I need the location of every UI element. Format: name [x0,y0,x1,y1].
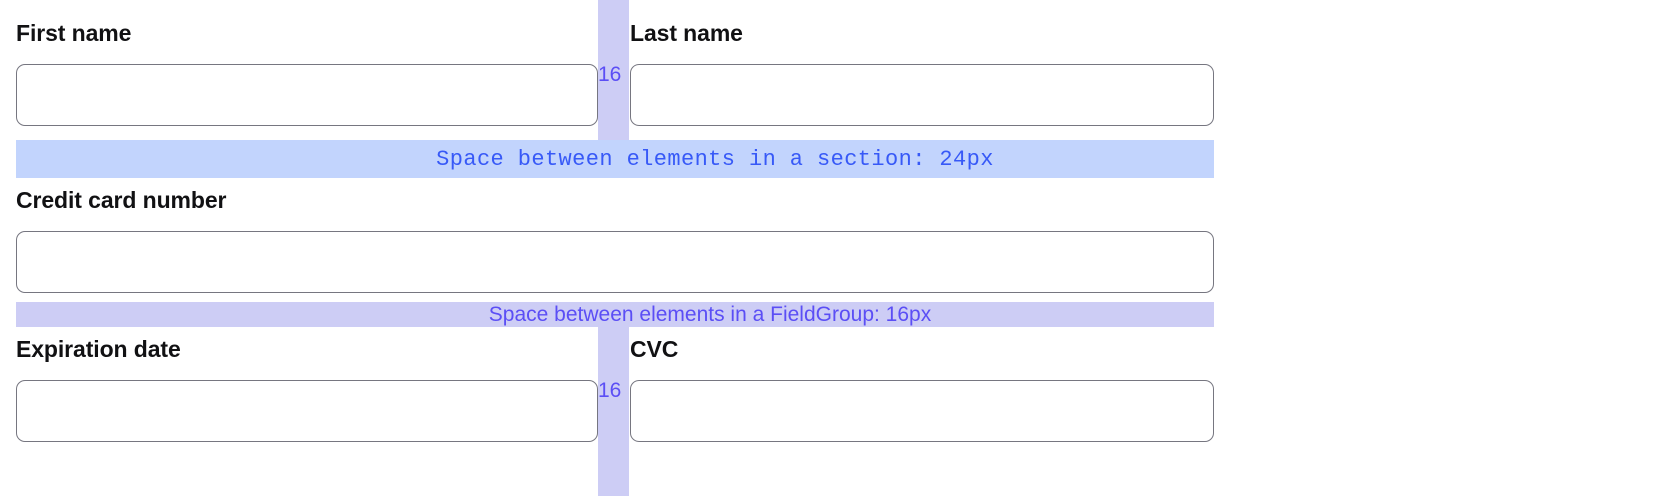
field-credit-card-number: Credit card number [16,178,1214,293]
field-label-expiration-date: Expiration date [16,336,181,362]
field-label-cvc: CVC [630,336,679,362]
column-gap-marker-expiry [598,327,629,496]
field-input-last-name[interactable] [630,64,1214,126]
field-label-last-name: Last name [630,20,743,46]
annotation-band-fieldgroup-spacing: Space between elements in a FieldGroup: … [16,302,1214,327]
field-input-first-name[interactable] [16,64,598,126]
field-first-name: First name [16,0,598,126]
field-input-expiration-date[interactable] [16,380,598,442]
annotation-band-section-spacing: Space between elements in a section: 24p… [16,140,1214,178]
field-input-credit-card-number[interactable] [16,231,1214,293]
column-gap-label-names: 16 [598,63,622,86]
field-expiration-date: Expiration date [16,327,598,442]
column-gap-label-expiry: 16 [598,379,622,402]
field-input-cvc[interactable] [630,380,1214,442]
field-label-credit-card-number: Credit card number [16,187,227,213]
field-cvc: CVC [630,327,1214,442]
field-label-first-name: First name [16,20,132,46]
annotation-text-section-spacing: Space between elements in a section: 24p… [436,146,994,172]
annotation-text-fieldgroup-spacing: Space between elements in a FieldGroup: … [488,302,932,326]
field-last-name: Last name [630,0,1214,126]
column-gap-marker-names [598,0,629,140]
